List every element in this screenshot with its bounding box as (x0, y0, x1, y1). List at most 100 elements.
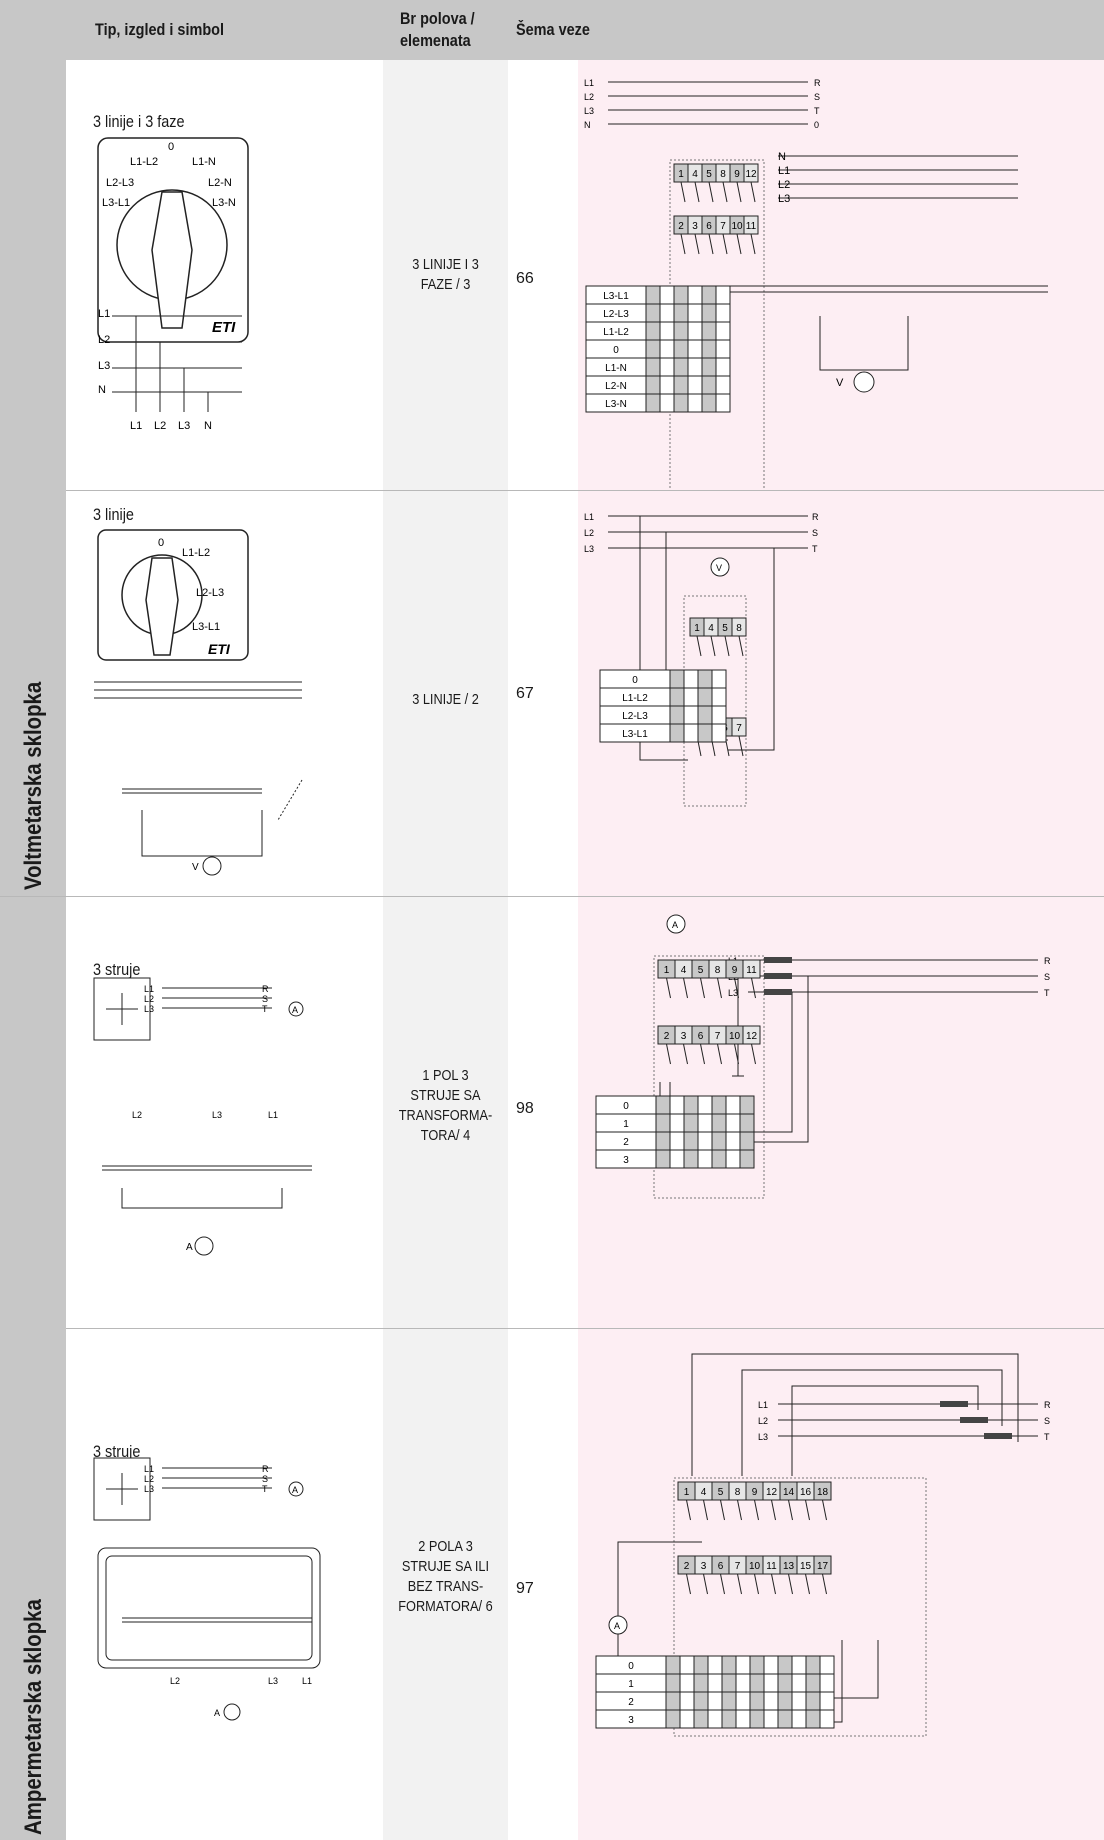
table-cell (711, 669, 727, 689)
line-label: L2 (144, 1474, 154, 1484)
terminal-number: 5 (706, 169, 712, 180)
table-cell (777, 1691, 793, 1711)
terminal-number: 7 (736, 723, 742, 734)
table-row-label: 0 (613, 345, 619, 356)
table-cell (673, 285, 689, 305)
table-cell (711, 687, 727, 707)
terminal-number: 1 (664, 965, 670, 976)
terminal-number: 1 (684, 1487, 690, 1498)
table-cell (659, 321, 675, 341)
table-cell (659, 285, 675, 305)
table-cell (693, 1691, 709, 1711)
table-cell (725, 1113, 741, 1133)
ammeter-icon (194, 1236, 214, 1256)
terminal-number: 10 (731, 221, 743, 232)
header-schema: Šema veze (516, 20, 590, 39)
table-cell (679, 1709, 695, 1729)
table-cell (721, 1673, 737, 1693)
table-cell (673, 393, 689, 413)
line-label: T (812, 544, 818, 554)
poles-line: 1 POL 3 (422, 1067, 469, 1084)
meter-label: A (292, 1005, 298, 1015)
line-label: S (1044, 1416, 1050, 1426)
line-label: L2 (584, 92, 594, 102)
schema-number: 97 (516, 1580, 534, 1597)
table-cell (693, 1655, 709, 1675)
line-label: L1 (758, 1400, 768, 1410)
table-cell (673, 375, 689, 395)
table-cell (715, 375, 731, 395)
table-cell (819, 1673, 835, 1693)
line-label: T (1044, 1432, 1050, 1442)
line-label: L1 (268, 1110, 278, 1120)
terminal-number: 6 (706, 221, 712, 232)
contact-line (717, 1043, 722, 1065)
contact-line (700, 1043, 705, 1065)
contact-line (754, 1499, 759, 1521)
poles-cell: 1 POL 3 STRUJE SA TRANSFORMA- TORA/ 4 (392, 1066, 498, 1146)
table-cell (711, 1149, 727, 1169)
table-cell (697, 723, 713, 743)
dial-label: L3-L1 (102, 197, 130, 209)
table-cell (763, 1691, 779, 1711)
terminal-label: N (204, 420, 212, 432)
table-cell (673, 357, 689, 377)
table-cell (711, 705, 727, 725)
table-cell (659, 375, 675, 395)
table-cell (679, 1691, 695, 1711)
table-row-label: 3 (628, 1715, 634, 1726)
poles-cell: 2 POLA 3 STRUJE SA ILI BEZ TRANS- FORMAT… (392, 1537, 498, 1617)
table-cell (749, 1673, 765, 1693)
contact-line (703, 1573, 708, 1595)
table-row-label: L3-L1 (603, 291, 629, 302)
table-cell (683, 669, 699, 689)
meter-label: A (186, 1242, 193, 1253)
terminal-number: 8 (736, 623, 742, 634)
contact-line (686, 1573, 691, 1595)
line-label: L2 (778, 179, 790, 191)
line-label: L2 (170, 1676, 180, 1686)
table-cell (715, 321, 731, 341)
meter-label: V (192, 862, 199, 873)
contact-line (680, 181, 686, 203)
terminal-number: 7 (715, 1031, 721, 1042)
terminal-label: L1 (130, 420, 142, 432)
contact-line (736, 181, 742, 203)
line-label: L2 (584, 528, 594, 538)
symbol-row1: 0 L1-L2 L1-N L2-L3 L2-N L3-L1 L3-N ETI L… (97, 137, 249, 432)
line-label: R (814, 78, 821, 88)
terminal-number: 7 (735, 1561, 741, 1572)
contact-line (805, 1573, 810, 1595)
table-cell (701, 285, 717, 305)
table-row-label: L2-L3 (603, 309, 629, 320)
table-cell (655, 1149, 671, 1169)
terminal-number: 11 (746, 221, 757, 232)
table-cell (701, 393, 717, 413)
table-cell (739, 1095, 755, 1115)
meter-label: A (214, 1708, 220, 1718)
table-cell (715, 393, 731, 413)
terminal-number: 2 (684, 1561, 690, 1572)
ammeter-icon (666, 914, 686, 934)
line-label: L3 (758, 1432, 768, 1442)
terminal-number: 10 (729, 1031, 741, 1042)
current-transformer-icon (984, 1433, 1012, 1439)
table-row-label: 2 (628, 1697, 634, 1708)
line-label: L1 (144, 984, 154, 994)
terminal-number: 4 (681, 965, 687, 976)
table-cell (645, 339, 661, 359)
table-cell (679, 1673, 695, 1693)
table-cell (687, 339, 703, 359)
line-label: N (584, 120, 591, 130)
dial-label: L1-L2 (182, 547, 210, 559)
terminal-number: 2 (678, 221, 684, 232)
header-poles-line1: Br polova / (400, 9, 475, 28)
table-cell (805, 1673, 821, 1693)
row-divider (66, 1328, 1104, 1329)
line-label: L3 (98, 360, 110, 372)
poles-line: 3 LINIJE I 3 (412, 256, 479, 273)
line-label: R (262, 1464, 269, 1474)
terminal-label: L2 (154, 420, 166, 432)
poles-line: TRANSFORMA- (398, 1107, 493, 1124)
